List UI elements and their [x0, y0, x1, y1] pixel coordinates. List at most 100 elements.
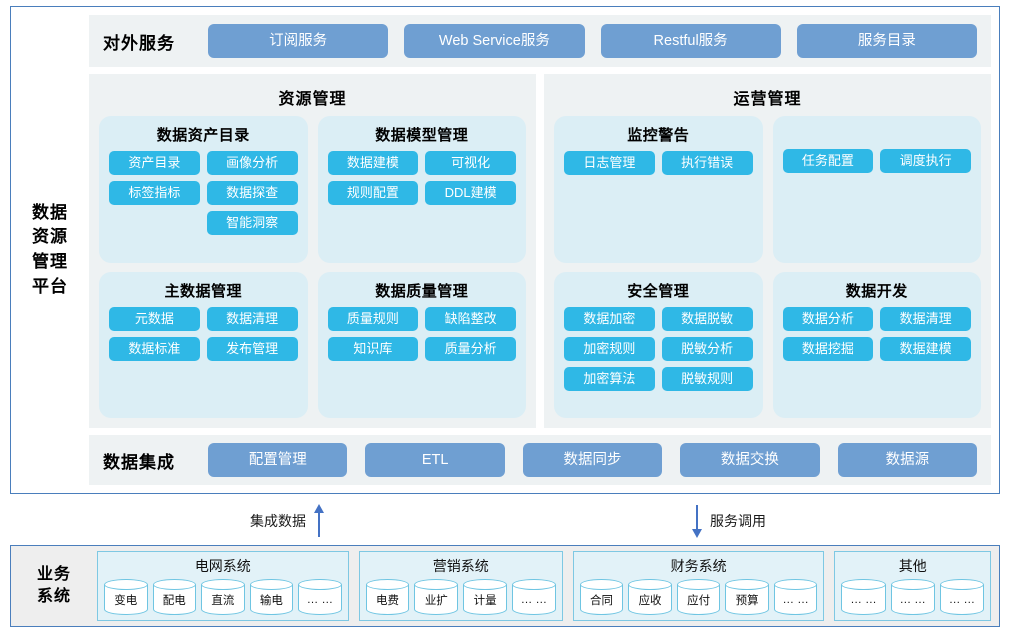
module-chip[interactable]: 数据建模 [880, 336, 971, 361]
data-integration-button[interactable]: ETL [365, 443, 505, 477]
module-chip[interactable]: 加密算法 [564, 366, 655, 391]
database-cylinder-icon[interactable]: 业扩 [414, 579, 459, 615]
module-chip-group: 任务配置调度执行 [782, 149, 971, 173]
module-chip[interactable]: 执行错误 [661, 151, 753, 175]
module-chip-column: 任务配置 [782, 149, 874, 173]
module-card: 数据资产目录资产目录标签指标 画像分析数据探查智能洞察 [99, 116, 308, 263]
database-cylinder-icon[interactable]: 电费 [365, 579, 410, 615]
module-chip[interactable]: 规则配置 [327, 181, 419, 205]
module-chip[interactable]: 数据分析 [782, 306, 874, 331]
card-grid: 监控警告日志管理执行错误 任务配置调度执行安全管理数据加密加密规则加密算法数据脱… [554, 116, 981, 418]
management-sections: 资源管理数据资产目录资产目录标签指标 画像分析数据探查智能洞察数据模型管理数据建… [89, 74, 991, 428]
business-system-group-title: 电网系统 [194, 558, 251, 574]
database-label: 应收 [638, 595, 662, 607]
module-chip[interactable]: 发布管理 [206, 336, 298, 361]
external-service-button[interactable]: 订阅服务 [208, 24, 389, 58]
module-chip[interactable]: 元数据 [109, 306, 200, 331]
module-chip[interactable]: 画像分析 [206, 151, 298, 175]
module-chip[interactable]: DDL建模 [425, 181, 516, 205]
module-chip[interactable]: 脱敏分析 [661, 336, 753, 361]
database-cylinder-icon[interactable]: … … [890, 579, 935, 615]
module-chip[interactable]: 缺陷整改 [425, 306, 516, 331]
section-resource-management: 资源管理数据资产目录资产目录标签指标 画像分析数据探查智能洞察数据模型管理数据建… [89, 74, 536, 428]
module-chip[interactable]: 数据清理 [880, 306, 971, 331]
module-card: 主数据管理元数据数据标准数据清理发布管理 [99, 271, 308, 418]
service-invoke-label: 服务调用 [710, 513, 766, 529]
module-chip-group: 元数据数据标准数据清理发布管理 [109, 306, 298, 361]
module-chip[interactable]: 智能洞察 [206, 211, 298, 235]
database-cylinder-icon[interactable]: 计量 [463, 579, 507, 615]
database-cylinder-icon[interactable]: 应收 [628, 579, 672, 615]
module-chip-column: 资产目录标签指标 [109, 151, 200, 235]
business-system-group: 财务系统合同应收应付预算… … [572, 551, 825, 621]
database-cylinder-icon[interactable]: … … [511, 579, 556, 615]
database-cylinder-icon[interactable]: 配电 [152, 579, 197, 615]
database-label: 输电 [259, 595, 283, 607]
database-cylinder-icon[interactable]: 应付 [676, 579, 721, 615]
module-card: 安全管理数据加密加密规则加密算法数据脱敏脱敏分析脱敏规则 [554, 271, 763, 418]
module-chip[interactable]: 质量规则 [327, 306, 419, 331]
card-row: 安全管理数据加密加密规则加密算法数据脱敏脱敏分析脱敏规则数据开发数据分析数据挖掘… [554, 271, 981, 418]
module-chip-column: 元数据数据标准 [109, 306, 200, 361]
business-systems-label: 业务系统 [36, 566, 71, 605]
data-integration-buttons: 配置管理 ETL 数据同步数据交换数据源 [208, 443, 978, 477]
module-chip[interactable]: 知识库 [327, 336, 419, 361]
database-cylinder-icon[interactable]: 变电 [104, 579, 148, 615]
module-chip[interactable]: 标签指标 [109, 181, 200, 205]
module-chip[interactable]: 数据清理 [206, 306, 298, 331]
database-list: 合同 应收 应付预算 … … [579, 579, 818, 615]
database-cylinder-icon[interactable]: 输电 [249, 579, 294, 615]
database-list: … … … … … … [841, 579, 985, 615]
card-row: 主数据管理元数据数据标准数据清理发布管理数据质量管理质量规则知识库缺陷整改质量分… [99, 271, 526, 418]
module-card-title: 数据开发 [845, 282, 908, 300]
database-cylinder-icon[interactable]: … … [773, 579, 818, 615]
module-chip[interactable]: 数据探查 [206, 181, 298, 205]
database-label: … … [306, 594, 333, 606]
module-chip[interactable]: 质量分析 [425, 336, 516, 361]
module-chip[interactable]: 数据挖掘 [782, 336, 874, 361]
external-service-button[interactable]: Web Service服务 [404, 24, 585, 58]
integrate-data-flow: 集成数据 [250, 504, 326, 538]
database-label: … … [782, 594, 809, 606]
data-integration-button[interactable]: 配置管理 [208, 443, 348, 477]
module-card-title: 监控警告 [627, 127, 690, 144]
module-chip[interactable]: 调度执行 [880, 149, 971, 173]
module-chip[interactable]: 可视化 [425, 151, 516, 175]
module-chip[interactable]: 日志管理 [564, 151, 655, 175]
business-systems-panel: 业务系统 电网系统变电配电直流输电… …营销系统电费业扩计量… …财务系统合同应… [10, 545, 1000, 627]
data-integration-button[interactable]: 数据交换 [680, 443, 820, 477]
module-chip-group: 资产目录标签指标 画像分析数据探查智能洞察 [109, 151, 298, 235]
module-chip[interactable]: 资产目录 [109, 151, 200, 175]
module-card: 监控警告日志管理执行错误 [554, 116, 763, 263]
data-integration-button[interactable]: 数据源 [837, 443, 978, 477]
module-chip[interactable]: 任务配置 [782, 149, 874, 173]
external-service-button[interactable]: Restful服务 [600, 24, 781, 58]
database-label: 合同 [590, 595, 614, 607]
module-chip-column: 质量规则知识库 [327, 306, 419, 361]
database-label: … … [899, 594, 926, 606]
module-chip[interactable]: 数据建模 [327, 151, 419, 175]
module-chip[interactable]: 脱敏规则 [661, 366, 753, 391]
database-label: … … [948, 594, 976, 606]
module-chip[interactable]: 数据标准 [109, 336, 200, 361]
module-card: 数据质量管理质量规则知识库缺陷整改质量分析 [317, 271, 526, 418]
database-list: 电费业扩 计量 … … [365, 579, 556, 615]
database-label: 计量 [473, 595, 497, 607]
module-chip[interactable]: 数据加密 [564, 306, 655, 331]
external-service-button[interactable]: 服务目录 [796, 24, 977, 58]
external-services-buttons: 订阅服务 Web Service服务 Restful服务服务目录 [208, 24, 977, 58]
module-chip-group: 数据加密加密规则加密算法 数据脱敏脱敏分析脱敏规则 [564, 306, 753, 391]
database-cylinder-icon[interactable]: … … [298, 579, 342, 615]
module-chip[interactable]: 数据脱敏 [661, 306, 753, 331]
database-cylinder-icon[interactable]: 合同 [579, 579, 624, 615]
data-integration-button[interactable]: 数据同步 [522, 443, 663, 477]
database-cylinder-icon[interactable]: 直流 [201, 579, 245, 615]
database-cylinder-icon[interactable]: … … [939, 579, 985, 615]
module-chip-column: 日志管理 [564, 151, 655, 175]
module-chip[interactable]: 加密规则 [564, 336, 655, 361]
database-cylinder-icon[interactable]: 预算 [725, 579, 769, 615]
database-cylinder-icon[interactable]: … … [841, 579, 886, 615]
